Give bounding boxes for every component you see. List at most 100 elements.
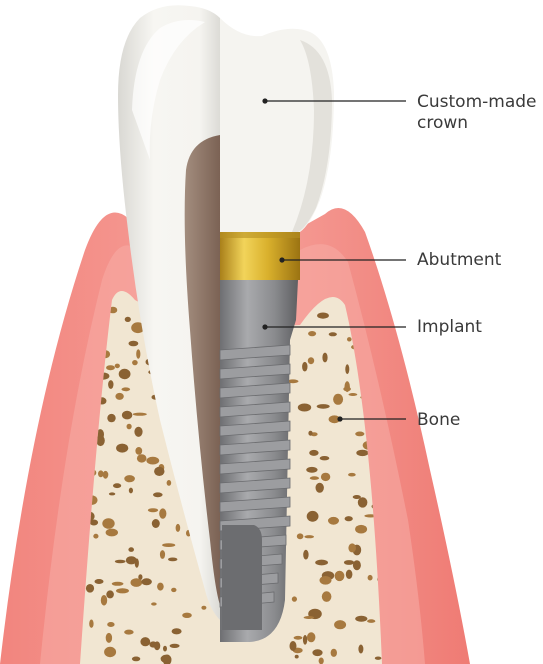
bone-spot: [358, 497, 368, 507]
bone-spot: [317, 404, 330, 409]
bone-spot: [161, 655, 172, 663]
bone-spot: [122, 387, 131, 391]
bone-spot: [349, 393, 358, 396]
leader-dot-abutment: [279, 257, 284, 262]
bone-spot: [163, 646, 167, 652]
bone-spot: [290, 641, 297, 651]
bone-spot: [306, 467, 317, 473]
bone-spot: [292, 596, 297, 601]
bone-spot: [171, 588, 176, 592]
bone-spot: [154, 467, 164, 476]
bone-spot: [131, 578, 143, 587]
bone-spot: [308, 331, 316, 336]
label-custom-crown-line2: crown: [417, 113, 537, 134]
bone-spot: [170, 644, 180, 648]
bone-spot: [355, 432, 364, 437]
bone-spot: [294, 636, 303, 640]
bone-spot: [345, 516, 353, 521]
bone-spot: [102, 518, 114, 529]
label-abutment: Abutment: [417, 250, 501, 271]
bone-spot: [367, 619, 375, 623]
bone-spot: [128, 547, 134, 552]
bone-spot: [334, 620, 346, 629]
bone-spot: [333, 394, 343, 405]
bone-spot: [140, 637, 150, 646]
bone-spot: [113, 483, 121, 488]
bone-spot: [308, 357, 314, 364]
bone-spot: [162, 543, 175, 547]
label-bone: Bone: [417, 410, 460, 431]
bone-spot: [148, 508, 158, 512]
bone-spot: [172, 628, 182, 634]
bone-spot: [137, 454, 147, 462]
bone-spot: [346, 570, 353, 579]
bone-spot: [115, 393, 123, 400]
bone-spot: [343, 387, 351, 392]
bone-spot: [106, 590, 114, 598]
bone-spot: [328, 517, 339, 525]
bone-spot: [125, 317, 131, 322]
bone-spot: [134, 427, 142, 437]
bone-spot: [298, 404, 311, 412]
bone-spot: [168, 558, 177, 562]
bone-spot: [89, 620, 93, 628]
bone-spot: [98, 470, 104, 477]
bone-spot: [124, 475, 135, 482]
bone-spot: [107, 414, 115, 422]
bone-spot: [353, 560, 361, 570]
bone-spot: [103, 471, 109, 479]
bone-spot: [151, 602, 157, 605]
bone-spot: [322, 591, 332, 602]
bone-spot: [101, 595, 107, 606]
bone-spot: [182, 613, 192, 618]
bone-spot: [320, 576, 332, 585]
bone-spot: [146, 457, 159, 465]
abutment: [220, 232, 300, 280]
bone-spot: [119, 369, 131, 379]
bone-spot: [355, 616, 367, 622]
bone-spot: [115, 364, 120, 369]
implant-inner-channel: [222, 525, 262, 630]
bone-spot: [132, 657, 140, 662]
bone-spot: [344, 560, 354, 565]
bone-spot: [309, 450, 318, 456]
bone-spot: [312, 649, 322, 656]
bone-spot: [129, 341, 139, 347]
bone-spot: [167, 480, 172, 486]
label-implant: Implant: [417, 317, 482, 338]
bone-spot: [149, 641, 157, 647]
bone-spot: [317, 313, 329, 319]
bone-spot: [86, 584, 94, 593]
bone-spot: [106, 365, 115, 370]
bone-spot: [348, 543, 356, 552]
bone-spot: [135, 447, 142, 455]
bone-spot: [308, 431, 312, 436]
bone-spot: [116, 444, 128, 453]
leader-dot-bone: [337, 416, 342, 421]
bone-spot: [320, 456, 330, 460]
bone-spot: [315, 560, 328, 566]
leader-dot-implant: [262, 324, 267, 329]
bone-spot: [107, 622, 114, 627]
bone-spot: [116, 588, 129, 593]
bone-spot: [106, 633, 112, 643]
bone-spot: [307, 511, 319, 522]
bone-spot: [307, 632, 315, 642]
bone-spot: [104, 647, 116, 657]
bone-spot: [122, 411, 132, 420]
bone-spot: [295, 655, 299, 659]
bone-spot: [321, 473, 330, 481]
bone-spot: [132, 360, 138, 365]
bone-spot: [331, 649, 337, 657]
bone-spot: [302, 362, 307, 372]
bone-spot: [310, 476, 319, 480]
bone-spot: [297, 533, 304, 539]
leader-dot-crown: [262, 98, 267, 103]
bone-spot: [375, 657, 382, 660]
bone-spot: [303, 550, 308, 560]
label-custom-crown-line1: Custom-made: [417, 92, 537, 113]
bone-spot: [115, 560, 126, 563]
bone-spot: [358, 645, 363, 654]
bone-spot: [133, 413, 147, 416]
bone-spot: [355, 525, 367, 534]
